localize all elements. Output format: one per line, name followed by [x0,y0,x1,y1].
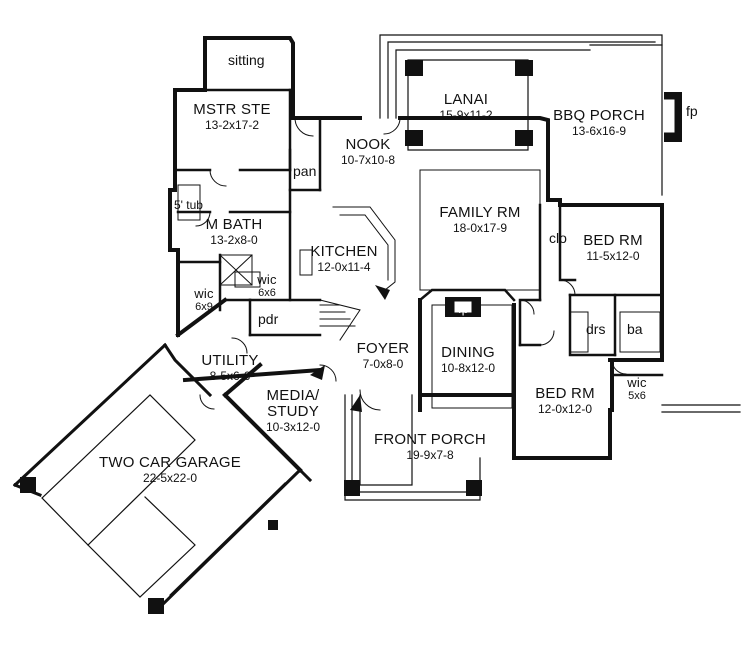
room-dims: 6x9 [195,300,213,313]
room-name: BED RM [535,385,595,402]
garage-walls [12,342,313,610]
room-dims: 5x6 [628,389,646,402]
room-name: DINING [441,344,495,361]
label-dining: DINING 10-8x12-0 [441,345,495,374]
room-name: FOYER [356,340,410,357]
room-dims: 12-0x11-4 [317,259,371,274]
room-name-line2: STUDY [267,402,319,420]
room-name: KITCHEN [310,243,378,260]
porch-outlines [344,34,741,501]
room-name: M BATH [205,216,263,233]
label-closet: clo [549,230,567,246]
label-wic-bedroom: wic 5x6 [627,376,646,402]
label-bedroom-2: BED RM 12-0x12-0 [535,386,595,415]
label-bath: ba [627,321,643,337]
room-name: MSTR STE [193,101,271,118]
room-dims: 10-8x12-0 [440,360,496,375]
room-dims: 12-0x12-0 [537,401,593,416]
label-fireplace-family: fp [458,301,469,316]
label-bbq-porch: BBQ PORCH 13-6x16-9 [553,108,645,137]
room-name: wic [194,286,214,301]
label-bedroom-1: BED RM 11-5x12-0 [583,233,643,262]
room-dims: 8-5x6-6 [209,368,251,383]
label-garage: TWO CAR GARAGE 22-5x22-0 [99,455,241,484]
label-pantry: pan [293,163,317,179]
label-dressing: drs [586,321,606,337]
label-fireplace-bbq: fp [686,103,698,119]
room-dims: 15-9x11-2 [439,107,493,122]
stairs [319,299,361,341]
label-foyer: FOYER 7-0x8-0 [357,341,410,370]
room-dims: 13-2x17-2 [204,117,260,132]
label-sitting: sitting [228,52,265,68]
solid-elements [20,60,682,614]
room-name: UTILITY [201,352,259,369]
label-kitchen: KITCHEN 12-0x11-4 [310,244,377,273]
room-outlines [177,169,661,409]
label-nook: NOOK 10-7x10-8 [341,137,395,166]
label-wic-master: wic 6x9 [194,287,213,313]
room-dims: 10-7x10-8 [340,152,396,167]
room-name: FRONT PORCH [374,431,486,448]
room-name: TWO CAR GARAGE [99,454,241,471]
room-name: BBQ PORCH [553,107,645,124]
label-tub: 5' tub [174,198,203,212]
label-media-study: MEDIA/ STUDY 10-3x12-0 [266,388,320,433]
garage-doors [41,394,286,598]
room-name: wic [627,375,647,390]
room-name: LANAI [443,91,489,108]
label-powder: pdr [258,311,279,327]
room-dims: 18-0x17-9 [452,220,508,235]
room-dims: 7-0x8-0 [362,356,404,371]
room-dims: 19-9x7-8 [406,447,454,462]
room-name: NOOK [345,136,391,153]
room-dims: 22-5x22-0 [142,470,198,485]
room-name: FAMILY RM [439,204,521,221]
room-name: BED RM [583,232,643,249]
label-master-bath: M BATH 13-2x8-0 [206,217,263,246]
label-wic-bath: wic 6x6 [257,273,276,299]
room-dims: 13-6x16-9 [571,123,627,138]
label-utility: UTILITY 8-5x6-6 [201,353,258,382]
room-dims: 10-3x12-0 [265,419,321,434]
room-dims: 6x6 [258,286,276,299]
label-lanai: LANAI 15-9x11-2 [439,92,492,121]
room-dims: 11-5x12-0 [586,248,640,263]
label-family-room: FAMILY RM 18-0x17-9 [439,205,520,234]
room-name: wic [257,272,277,287]
label-front-porch: FRONT PORCH 19-9x7-8 [374,432,486,461]
room-name: MEDIA/ [266,387,320,404]
door-swings [195,117,627,411]
fp-hearth [454,99,675,313]
room-dims: 13-2x8-0 [210,232,258,247]
label-master-suite: MSTR STE 13-2x17-2 [193,102,270,131]
